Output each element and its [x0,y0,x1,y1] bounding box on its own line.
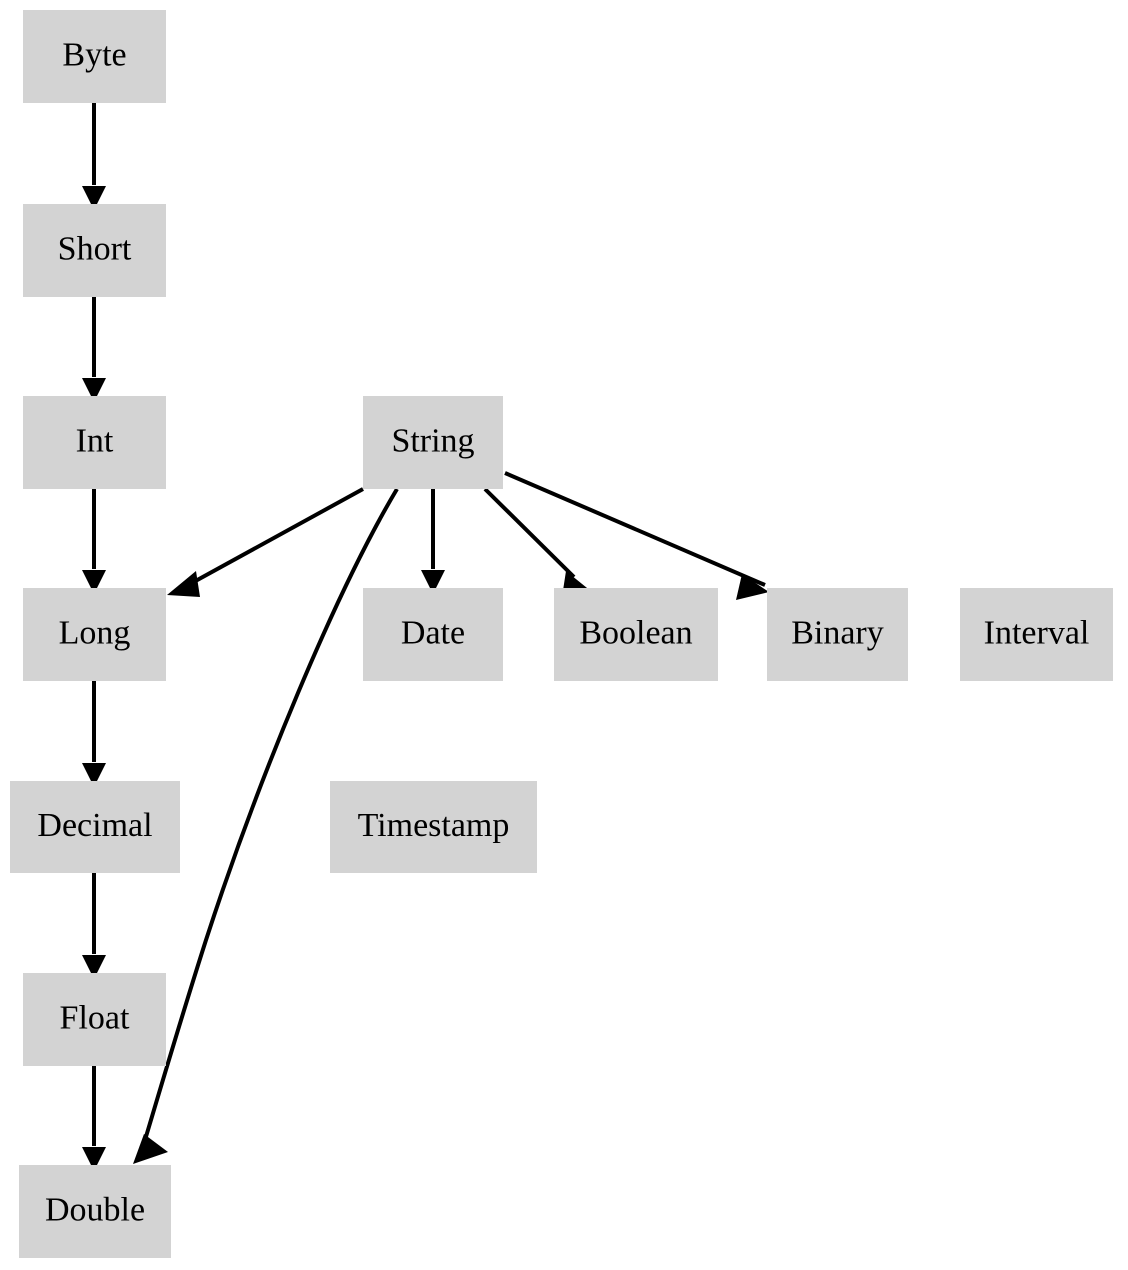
node-box-int[interactable] [23,396,166,489]
node-boolean[interactable]: Boolean [554,588,718,681]
arrow-string-double [133,1134,168,1164]
node-timestamp[interactable]: Timestamp [330,781,537,873]
node-box-short[interactable] [23,204,166,297]
node-int[interactable]: Int [23,396,166,489]
node-label-date: Date [401,614,465,651]
edge-string-double [143,487,399,1141]
node-box-timestamp[interactable] [330,781,537,873]
node-box-byte[interactable] [23,10,166,103]
node-label-timestamp: Timestamp [358,807,510,844]
arrow-short-int [82,378,106,402]
node-box-date[interactable] [363,588,503,681]
arrow-string-long [167,571,200,597]
node-double[interactable]: Double [19,1165,171,1258]
node-label-binary: Binary [791,614,884,651]
arrow-int-long [82,570,106,594]
arrow-float-double [82,1147,106,1171]
edge-string-long [189,487,364,586]
node-box-decimal[interactable] [10,781,180,873]
node-date[interactable]: Date [363,588,503,681]
node-box-boolean[interactable] [554,588,718,681]
node-float[interactable]: Float [23,973,166,1066]
node-label-interval: Interval [984,614,1090,651]
node-label-byte: Byte [62,36,126,73]
node-string[interactable]: String [363,396,503,489]
node-byte[interactable]: Byte [23,10,166,103]
arrow-decimal-float [82,955,106,979]
node-box-interval[interactable] [960,588,1113,681]
arrow-byte-short [82,186,106,210]
node-box-float[interactable] [23,973,166,1066]
node-box-double[interactable] [19,1165,171,1258]
edge-string-boolean [483,487,576,579]
node-label-string: String [391,422,474,459]
node-label-boolean: Boolean [579,614,692,651]
edge-string-binary [504,471,766,587]
node-box-string[interactable] [363,396,503,489]
node-short[interactable]: Short [23,204,166,297]
node-decimal[interactable]: Decimal [10,781,180,873]
node-box-long[interactable] [23,588,166,681]
arrow-string-binary [736,574,769,600]
node-binary[interactable]: Binary [767,588,908,681]
node-label-short: Short [58,230,132,267]
node-interval[interactable]: Interval [960,588,1113,681]
node-box-binary[interactable] [767,588,908,681]
node-label-int: Int [76,422,114,459]
edges-layer [92,103,766,1146]
node-label-float: Float [60,999,130,1036]
node-label-long: Long [59,614,131,651]
node-long[interactable]: Long [23,588,166,681]
node-label-double: Double [45,1191,145,1228]
arrow-string-date [421,570,445,594]
arrow-long-decimal [82,763,106,787]
node-label-decimal: Decimal [37,807,152,844]
